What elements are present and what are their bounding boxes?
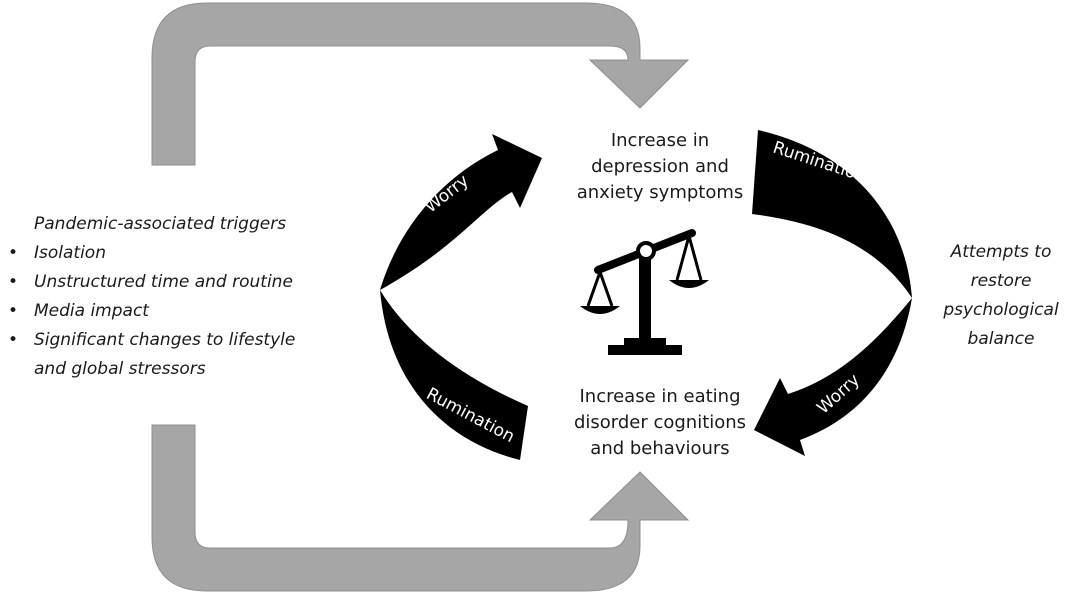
eating-disorder-node: Increase in eating disorder cognitions a…: [525, 384, 795, 462]
node-line: disorder cognitions: [573, 412, 747, 433]
trigger-item: Significant changes to lifestyle and glo…: [8, 326, 348, 384]
depression-anxiety-node: Increase in depression and anxiety sympt…: [540, 128, 780, 206]
node-line: Increase in: [610, 130, 710, 151]
trigger-item: Unstructured time and routine: [8, 268, 348, 297]
node-line: depression and: [591, 156, 729, 177]
balance-scale-icon: [580, 229, 709, 355]
trigger-item-line: and global stressors: [34, 359, 206, 379]
attempts-line: balance: [967, 329, 1035, 349]
grey-arrow-top: [151, 2, 690, 166]
attempts-line: restore: [970, 271, 1032, 291]
trigger-item: Isolation: [8, 239, 348, 268]
triggers-list: Isolation Unstructured time and routine …: [8, 239, 348, 384]
black-arrow-right-lower: [754, 298, 912, 456]
attempts-to-restore-balance: Attempts to restore psychological balanc…: [928, 238, 1074, 354]
node-line: and behaviours: [590, 438, 730, 459]
pandemic-triggers: Pandemic-associated triggers Isolation U…: [8, 210, 348, 384]
black-arrow-left-lower: [380, 290, 528, 460]
grey-arrow-bottom: [151, 424, 690, 592]
trigger-item-line: Significant changes to lifestyle: [34, 330, 296, 350]
trigger-item: Media impact: [8, 297, 348, 326]
black-arrow-right-upper: [752, 130, 912, 298]
attempts-line: Attempts to: [950, 242, 1052, 262]
black-arrow-left-upper: [380, 134, 542, 290]
node-line: Increase in eating: [579, 386, 741, 407]
node-line: anxiety symptoms: [576, 182, 744, 203]
attempts-line: psychological: [943, 300, 1059, 320]
triggers-title: Pandemic-associated triggers: [34, 214, 287, 234]
